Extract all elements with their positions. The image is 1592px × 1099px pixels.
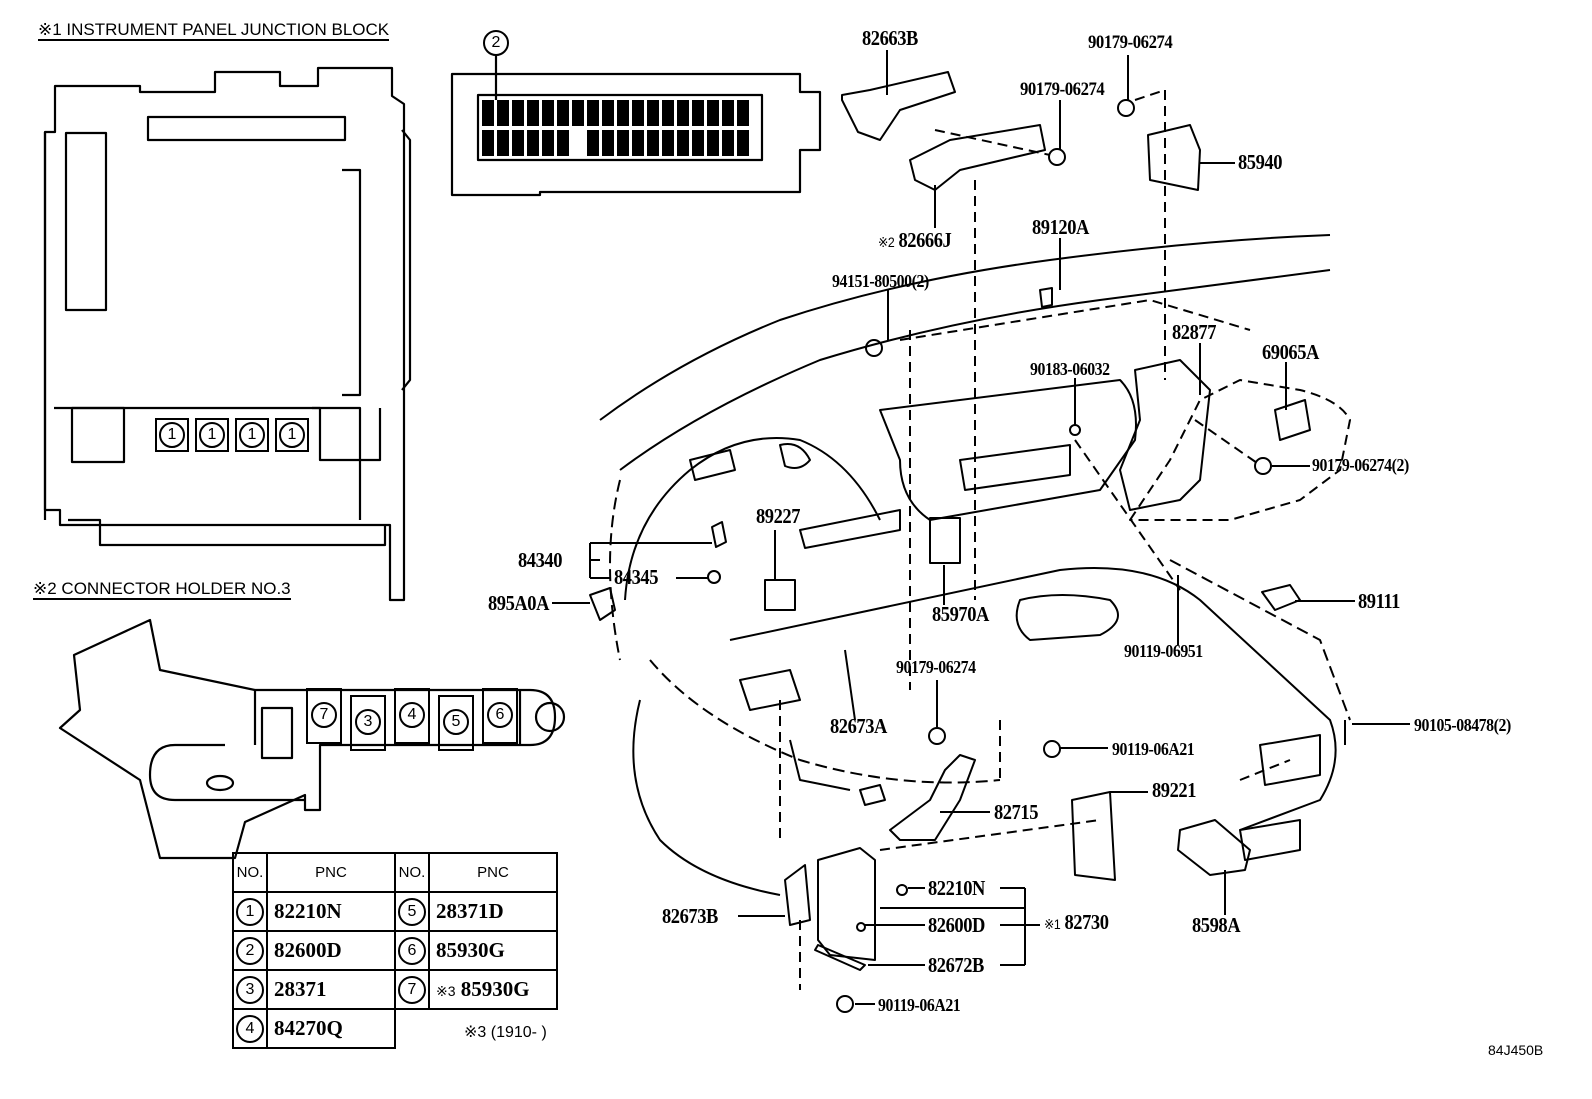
part-label-82663B[interactable]: 82663B bbox=[862, 26, 918, 50]
part-label-90119-06A21-bottom[interactable]: 90119-06A21 bbox=[878, 995, 961, 1015]
pnc-value-cell[interactable]: ※3 85930G bbox=[428, 969, 558, 1010]
footnote-marker: ※3 bbox=[436, 983, 456, 999]
callout-number: 1 bbox=[199, 422, 225, 448]
holder-slot-5[interactable]: 5 bbox=[438, 695, 474, 751]
footnote-date-range: ※3 (1910- ) bbox=[464, 1024, 547, 1041]
holder-slot-3[interactable]: 3 bbox=[350, 695, 386, 751]
table-row[interactable]: 2 82600D 6 85930G bbox=[232, 930, 558, 971]
part-label-85940[interactable]: 85940 bbox=[1238, 150, 1282, 174]
part-number: 82666J bbox=[898, 228, 952, 252]
part-label-82600D[interactable]: 82600D bbox=[928, 913, 985, 937]
instrument-panel-outline bbox=[599, 234, 1351, 896]
header-pnc-2: PNC bbox=[428, 852, 558, 893]
part-number: 82730 bbox=[1064, 910, 1109, 934]
junction-block-connector-detail bbox=[450, 52, 822, 197]
pnc-value[interactable]: 28371 bbox=[266, 969, 396, 1010]
callout-number: 1 bbox=[239, 422, 265, 448]
connector-detail-callout[interactable]: 2 bbox=[483, 30, 509, 56]
part-label-90179-06274-2[interactable]: 90179-06274(2) bbox=[1312, 455, 1409, 475]
part-label-82210N[interactable]: 82210N bbox=[928, 876, 985, 900]
part-label-89227[interactable]: 89227 bbox=[756, 504, 800, 528]
part-label-895A0A[interactable]: 895A0A bbox=[488, 591, 550, 615]
pnc-value[interactable]: 84270Q bbox=[266, 1008, 396, 1049]
part-label-90179-06274-low[interactable]: 90179-06274 bbox=[896, 657, 976, 677]
part-label-90179-06274-mid[interactable]: 90179-06274 bbox=[1020, 79, 1105, 100]
holder-slot-4[interactable]: 4 bbox=[394, 688, 430, 744]
table-row[interactable]: 4 84270Q bbox=[232, 1008, 557, 1049]
junction-block-connector-1c[interactable]: 1 bbox=[235, 418, 269, 452]
row-number: 6 bbox=[398, 937, 426, 965]
part-label-8598A[interactable]: 8598A bbox=[1192, 913, 1241, 937]
part-label-82877[interactable]: 82877 bbox=[1172, 320, 1216, 344]
connector-pins bbox=[482, 100, 749, 156]
part-label-90105-08478[interactable]: 90105-08478(2) bbox=[1414, 715, 1511, 735]
table-row[interactable]: 3 28371 7 ※3 85930G bbox=[232, 969, 558, 1010]
part-label-90119-06951[interactable]: 90119-06951 bbox=[1124, 641, 1203, 661]
pnc-value[interactable]: 82210N bbox=[266, 891, 396, 932]
part-label-82672B[interactable]: 82672B bbox=[928, 953, 984, 977]
part-label-90179-06274-top[interactable]: 90179-06274 bbox=[1088, 32, 1173, 53]
holder-slot-7[interactable]: 7 bbox=[306, 688, 342, 744]
row-number: 2 bbox=[236, 937, 264, 965]
assembly-guide-lines bbox=[779, 89, 1291, 990]
row-number: 5 bbox=[398, 898, 426, 926]
header-pnc: PNC bbox=[266, 852, 396, 893]
callout-number: 7 bbox=[311, 702, 337, 728]
junction-block-title: ※1 INSTRUMENT PANEL JUNCTION BLOCK bbox=[38, 20, 390, 41]
row-number: 7 bbox=[398, 976, 426, 1004]
callout-number: 1 bbox=[279, 422, 305, 448]
part-label-82673A[interactable]: 82673A bbox=[830, 714, 887, 738]
table-header-row: NO. PNC NO. PNC bbox=[232, 852, 558, 893]
junction-block-connector-1d[interactable]: 1 bbox=[275, 418, 309, 452]
pnc-value[interactable]: 85930G bbox=[428, 930, 558, 971]
holder-slot-6[interactable]: 6 bbox=[482, 688, 518, 744]
part-label-89120A[interactable]: 89120A bbox=[1032, 215, 1089, 239]
callout-number: 5 bbox=[443, 709, 469, 735]
header-no-2: NO. bbox=[394, 852, 430, 893]
footnote-marker: ※1 bbox=[1044, 916, 1061, 932]
row-number: 4 bbox=[236, 1015, 264, 1043]
pnc-table: NO. PNC NO. PNC 1 82210N 5 28371D 2 8260… bbox=[232, 852, 558, 1049]
connector-holder-illustration bbox=[58, 618, 566, 860]
footnote-marker: ※2 bbox=[878, 234, 895, 250]
header-no: NO. bbox=[232, 852, 268, 893]
junction-block-illustration bbox=[43, 66, 412, 602]
junction-block-connector-1a[interactable]: 1 bbox=[155, 418, 189, 452]
table-row[interactable]: 1 82210N 5 28371D bbox=[232, 891, 558, 932]
part-label-69065A[interactable]: 69065A bbox=[1262, 340, 1319, 364]
part-label-85970A[interactable]: 85970A bbox=[932, 602, 989, 626]
part-label-84340[interactable]: 84340 bbox=[518, 548, 562, 572]
leader-lines bbox=[552, 50, 1410, 1005]
row-number: 1 bbox=[236, 898, 264, 926]
callout-number: 3 bbox=[355, 709, 381, 735]
component-sketches bbox=[589, 71, 1346, 1013]
pnc-value: 85930G bbox=[460, 977, 530, 1001]
part-label-89221[interactable]: 89221 bbox=[1152, 778, 1196, 802]
diagram-reference-code: 84J450B bbox=[1488, 1042, 1544, 1058]
part-label-82673B[interactable]: 82673B bbox=[662, 904, 718, 928]
part-label-82715[interactable]: 82715 bbox=[994, 800, 1038, 824]
pnc-value[interactable]: 82600D bbox=[266, 930, 396, 971]
part-label-82730[interactable]: ※1 82730 bbox=[1044, 910, 1109, 934]
connector-holder-title: ※2 CONNECTOR HOLDER NO.3 bbox=[33, 579, 291, 600]
part-label-90119-06A21-top[interactable]: 90119-06A21 bbox=[1112, 739, 1195, 759]
junction-block-connector-1b[interactable]: 1 bbox=[195, 418, 229, 452]
pnc-value[interactable]: 28371D bbox=[428, 891, 558, 932]
row-number: 3 bbox=[236, 976, 264, 1004]
part-label-90183-06032[interactable]: 90183-06032 bbox=[1030, 359, 1110, 379]
callout-number: 1 bbox=[159, 422, 185, 448]
part-label-84345[interactable]: 84345 bbox=[614, 565, 658, 589]
callout-number: 4 bbox=[399, 702, 425, 728]
part-label-82666J[interactable]: ※2 82666J bbox=[878, 228, 952, 252]
part-label-94151-80500[interactable]: 94151-80500(2) bbox=[832, 271, 929, 291]
part-label-89111[interactable]: 89111 bbox=[1358, 589, 1400, 613]
callout-number: 6 bbox=[487, 702, 513, 728]
